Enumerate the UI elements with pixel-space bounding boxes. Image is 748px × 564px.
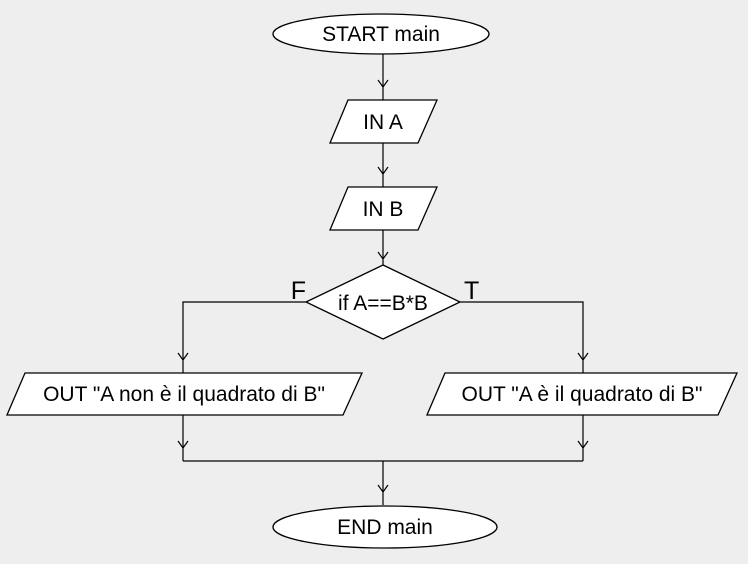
decision-label: if A==B*B — [338, 292, 428, 315]
input-b-node: IN B — [329, 186, 438, 231]
output-false-label: OUT "A non è il quadrato di B" — [43, 383, 325, 406]
connector-true-branch — [460, 301, 584, 373]
branch-false-label: F — [291, 277, 306, 305]
input-a-label: IN A — [363, 111, 403, 134]
output-true-label: OUT "A è il quadrato di B" — [462, 383, 703, 406]
output-true-parallelogram[interactable] — [426, 372, 739, 416]
arrowhead-icon — [377, 484, 389, 494]
connectors — [177, 54, 589, 505]
input-a-node: IN A — [329, 99, 438, 144]
start-label: START main — [322, 23, 440, 46]
arrowhead-icon — [377, 166, 389, 176]
arrowhead-icon — [377, 251, 389, 261]
output-true-node: OUT "A è il quadrato di B" — [426, 372, 739, 416]
end-node: END main — [272, 505, 498, 549]
end-label: END main — [337, 516, 433, 539]
arrowhead-icon — [577, 440, 589, 450]
start-terminator-shape[interactable] — [272, 13, 490, 55]
input-b-parallelogram[interactable] — [329, 186, 438, 231]
output-false-node: OUT "A non è il quadrato di B" — [6, 372, 364, 416]
arrowhead-icon — [177, 440, 189, 450]
end-terminator-shape[interactable] — [272, 505, 498, 549]
input-b-label: IN B — [363, 198, 404, 221]
arrowhead-icon — [377, 79, 389, 89]
decision-node: if A==B*B — [304, 264, 462, 340]
arrowhead-icon — [577, 352, 589, 362]
branch-true-label: T — [464, 277, 479, 305]
decision-diamond[interactable] — [304, 264, 462, 340]
output-false-parallelogram[interactable] — [6, 372, 364, 416]
start-node: START main — [272, 13, 490, 55]
connector-false-branch — [182, 301, 306, 373]
arrowhead-icon — [177, 352, 189, 362]
input-a-parallelogram[interactable] — [329, 99, 438, 144]
